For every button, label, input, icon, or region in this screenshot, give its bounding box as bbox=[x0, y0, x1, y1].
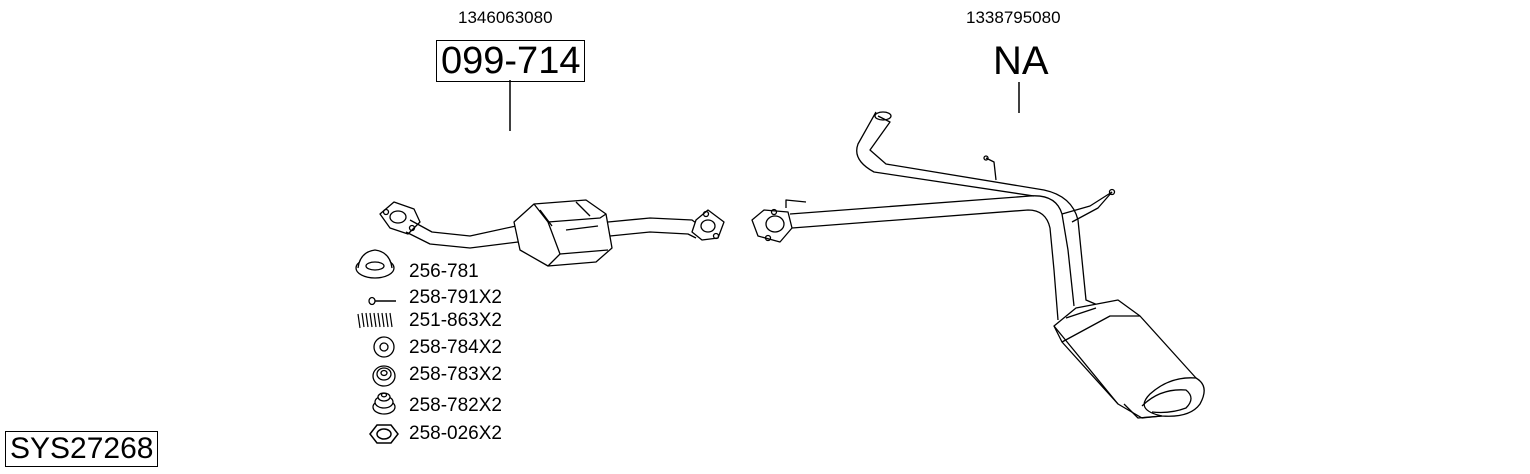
accessory-label-rubber-mount[interactable]: 258-783X2 bbox=[409, 364, 502, 385]
part-number-rear-section[interactable]: NA bbox=[993, 39, 1049, 83]
bolt-icon bbox=[368, 296, 396, 306]
part-number-catalyst[interactable]: 099-714 bbox=[436, 40, 586, 82]
oem-number-rear-section: 1338795080 bbox=[966, 8, 1061, 27]
system-id-label: SYS27268 bbox=[5, 431, 159, 467]
rubber-mount-large-icon bbox=[372, 392, 396, 415]
rubber-mount-icon bbox=[372, 365, 396, 387]
accessory-label-hex-nut[interactable]: 258-026X2 bbox=[409, 423, 502, 444]
accessory-label-washer[interactable]: 258-784X2 bbox=[409, 337, 502, 358]
accessory-label-bolt[interactable]: 258-791X2 bbox=[409, 287, 502, 308]
washer-icon bbox=[373, 336, 395, 358]
catalytic-converter-assembly bbox=[379, 199, 725, 267]
accessory-label-rubber-mount-large[interactable]: 258-782X2 bbox=[409, 395, 502, 416]
spring-icon bbox=[357, 312, 393, 329]
hex-nut-icon bbox=[369, 424, 399, 444]
rear-silencer-assembly bbox=[751, 111, 1205, 419]
accessory-label-spring[interactable]: 251-863X2 bbox=[409, 310, 502, 331]
accessory-label-gasket[interactable]: 256-781 bbox=[409, 261, 479, 282]
gasket-ring-icon bbox=[355, 249, 395, 279]
oem-number-catalyst: 1346063080 bbox=[458, 8, 553, 27]
